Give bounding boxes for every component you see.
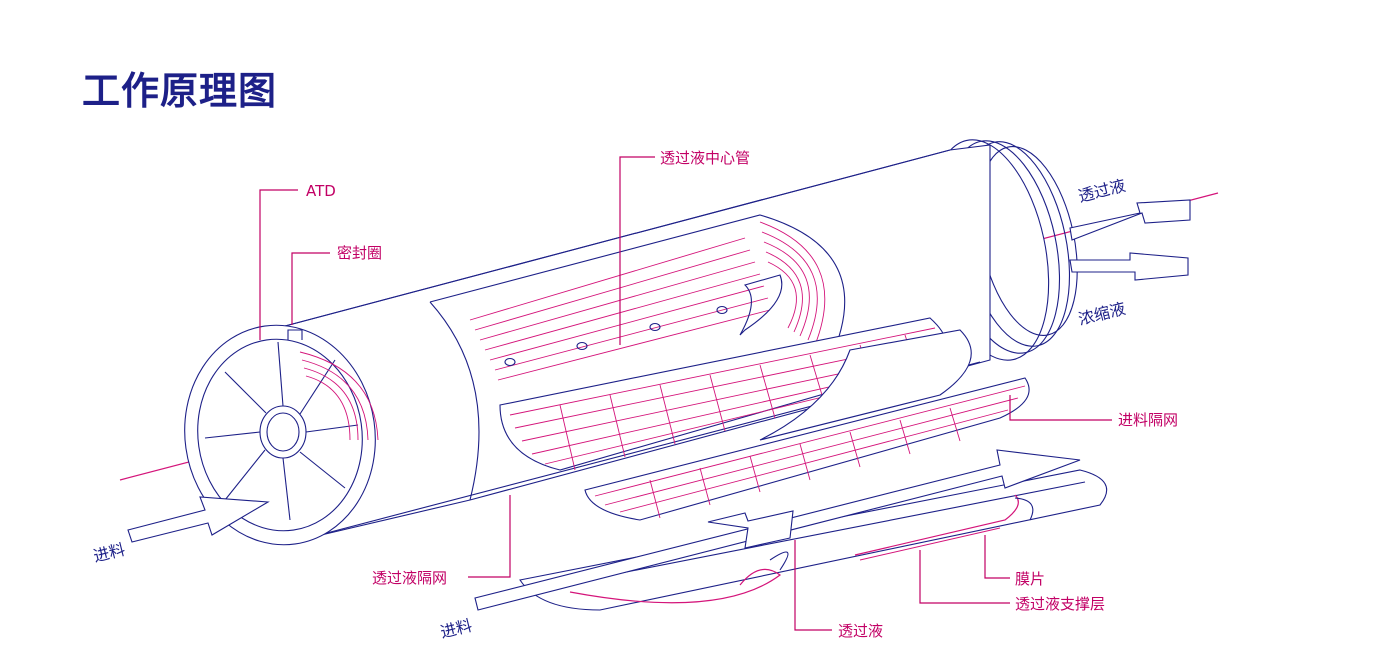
cylinder-body <box>269 139 1078 541</box>
label-permeate-out: 透过液 <box>1076 176 1127 206</box>
label-membrane: 膜片 <box>1015 570 1045 588</box>
permeate-out-arrow <box>1069 199 1191 241</box>
label-permeate-center-tube: 透过液中心管 <box>660 149 750 167</box>
page-title: 工作原理图 <box>82 69 278 113</box>
leader-lines <box>259 156 1112 631</box>
atd-end-cap <box>184 324 379 546</box>
label-feed-bottom: 进料 <box>438 616 474 642</box>
label-permeate-bottom: 透过液 <box>838 622 883 640</box>
label-atd: ATD <box>306 182 336 200</box>
label-permeate-spacer: 透过液隔网 <box>372 569 447 587</box>
concentrate-out-arrow <box>1069 252 1189 281</box>
wound-membrane-layers <box>429 214 846 381</box>
label-feed-left: 进料 <box>91 540 127 566</box>
label-concentrate-out: 浓缩液 <box>1076 299 1127 329</box>
lower-grid-sheet <box>584 377 1030 521</box>
label-permeate-support: 透过液支撑层 <box>1015 595 1105 613</box>
membrane-envelope <box>519 469 1108 611</box>
label-feed-spacer: 进料隔网 <box>1118 411 1178 429</box>
feed-arrow-left <box>127 496 270 543</box>
label-seal-ring: 密封圈 <box>337 244 382 262</box>
flow-arrows <box>127 199 1191 611</box>
permeate-arrow-bottom <box>707 510 794 549</box>
feed-spacer-grid-sheet <box>499 317 972 471</box>
